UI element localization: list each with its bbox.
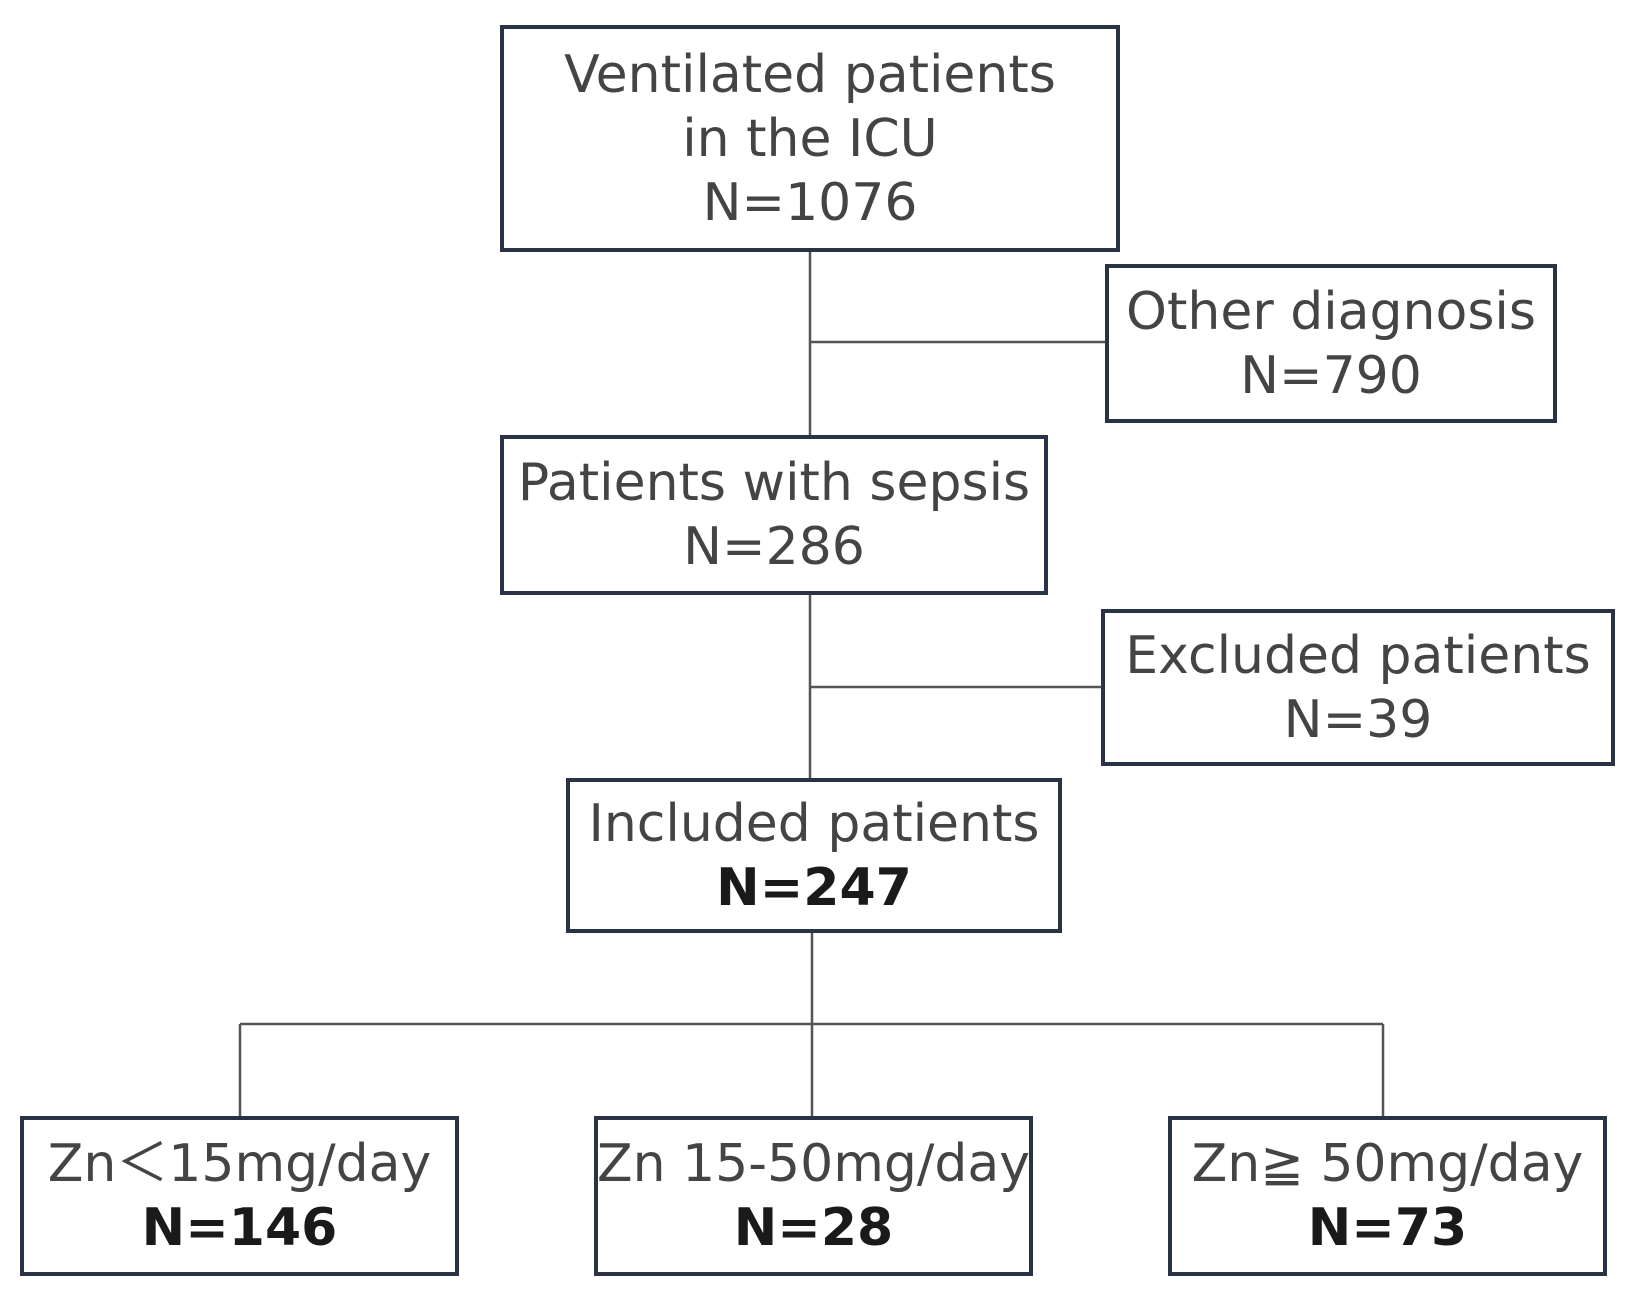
sepsis-patients-box: Patients with sepsis N=286 [500, 435, 1048, 595]
zn-mid-count: N=28 [733, 1198, 894, 1258]
included-label: Included patients [588, 793, 1040, 854]
ventilated-patients-box: Ventilated patients in the ICU N=1076 [500, 25, 1120, 252]
excluded-label: Excluded patients [1125, 625, 1591, 686]
zn-mid-group-box: Zn 15-50mg/day N=28 [594, 1116, 1033, 1276]
ventilated-label: Ventilated patients [564, 44, 1056, 105]
sepsis-count: N=286 [683, 517, 865, 577]
zn-low-group-box: Zn＜15mg/day N=146 [20, 1116, 459, 1276]
other-diagnosis-box: Other diagnosis N=790 [1105, 264, 1557, 423]
zn-high-group-box: Zn≧ 50mg/day N=73 [1168, 1116, 1607, 1276]
excluded-count: N=39 [1283, 689, 1433, 750]
ventilated-label-line2: in the ICU [682, 108, 938, 169]
zn-low-count: N=146 [141, 1198, 338, 1258]
other-diagnosis-count: N=790 [1240, 345, 1422, 406]
ventilated-count: N=1076 [702, 172, 918, 233]
zn-low-label: Zn＜15mg/day [47, 1134, 432, 1194]
zn-high-count: N=73 [1307, 1198, 1468, 1258]
other-diagnosis-label: Other diagnosis [1126, 281, 1536, 342]
sepsis-label: Patients with sepsis [517, 453, 1031, 513]
zn-mid-label: Zn 15-50mg/day [596, 1134, 1031, 1194]
included-patients-box: Included patients N=247 [566, 778, 1062, 933]
zn-high-label: Zn≧ 50mg/day [1191, 1134, 1584, 1194]
included-count: N=247 [716, 857, 912, 918]
excluded-patients-box: Excluded patients N=39 [1101, 609, 1615, 766]
